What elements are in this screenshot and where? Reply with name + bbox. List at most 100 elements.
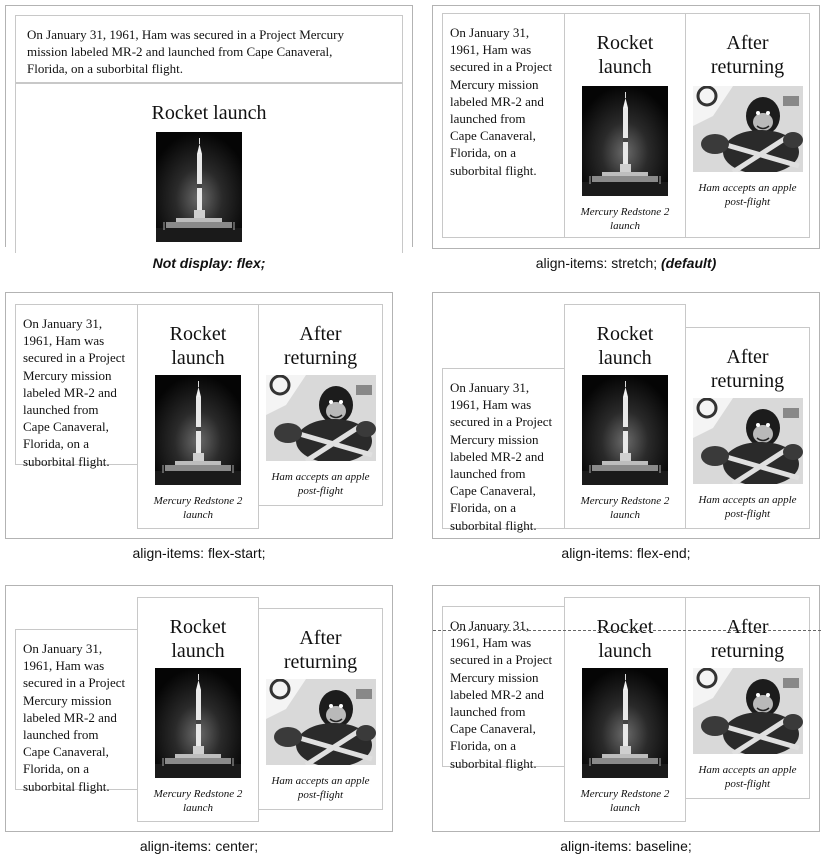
paragraph-line: 1961, Ham was xyxy=(450,42,532,58)
ham-box: After returning Ham accepts an apple pos… xyxy=(685,327,810,529)
rocket-caption: Mercury Redstone 2 launch xyxy=(153,788,243,814)
label-flex-end: align-items: flex-end; xyxy=(561,545,691,561)
rocket-caption: Mercury Redstone 2 launch xyxy=(580,206,670,232)
paragraph-line: Florida, on a xyxy=(23,436,90,452)
paragraph-line: 1961, Ham was xyxy=(450,397,532,413)
ham-box: After returning Ham accepts an apple pos… xyxy=(685,13,810,238)
rocket-heading: Rocket launch xyxy=(169,323,227,369)
paragraph-box: On January 31, 1961, Ham was secured in … xyxy=(442,606,565,771)
chimpanzee-ham-photo xyxy=(266,375,376,461)
paragraph-box: On January 31, 1961, Ham was secured in … xyxy=(15,304,138,469)
paragraph-line: Cape Canaveral, xyxy=(450,721,536,737)
rocket-launch-photo xyxy=(155,668,241,778)
rocket-heading: Rocket launch xyxy=(169,616,227,662)
paragraph-box: On January 31, 1961, Ham was secured in … xyxy=(442,13,565,238)
paragraph-line: launched from xyxy=(450,704,526,720)
paragraph-line: On January 31, xyxy=(450,618,530,633)
label-flex-start: align-items: flex-start; xyxy=(132,545,266,561)
chimpanzee-ham-photo xyxy=(693,86,803,172)
paragraph-line: On January 31, xyxy=(23,316,103,331)
paragraph-line: Mercury mission xyxy=(450,669,539,685)
paragraph-line: Mercury mission xyxy=(23,367,112,383)
label-baseline: align-items: baseline; xyxy=(560,838,692,854)
paragraph-line: Florida, on a xyxy=(450,738,517,754)
rocket-launch-photo xyxy=(156,132,242,242)
paragraph-line: Florida, on a xyxy=(450,500,517,516)
rocket-caption: Mercury Redstone 2 launch xyxy=(580,788,670,814)
chimpanzee-ham-photo xyxy=(693,398,803,484)
panel-not-flex: On January 31, 1961, Ham was secured in … xyxy=(5,5,413,253)
ham-box: After returning Ham accepts an apple pos… xyxy=(685,597,810,799)
chimpanzee-ham-photo xyxy=(266,679,376,765)
rocket-box: Rocket launch xyxy=(15,83,403,253)
panel-baseline: On January 31, 1961, Ham was secured in … xyxy=(432,585,821,832)
paragraph-line: secured in a Project xyxy=(23,675,126,691)
rocket-launch-photo xyxy=(582,668,668,778)
paragraph-line: launched from xyxy=(23,402,99,418)
paragraph-line: launched from xyxy=(450,111,526,127)
paragraph-line: secured in a Project xyxy=(450,652,553,668)
paragraph-line: 1961, Ham was xyxy=(23,658,105,674)
rocket-heading: Rocket launch xyxy=(596,32,654,78)
rocket-heading: Rocket launch xyxy=(596,616,654,662)
paragraph-line: launched from xyxy=(23,727,99,743)
panel-flex-end: On January 31, 1961, Ham was secured in … xyxy=(432,292,820,539)
paragraph-line: Florida, on a suborbital flight. xyxy=(27,61,183,77)
paragraph-line: suborbital flight. xyxy=(23,453,110,469)
paragraph-box: On January 31, 1961, Ham was secured in … xyxy=(15,15,403,83)
ham-caption: Ham accepts an apple post-flight xyxy=(698,182,797,208)
rocket-heading: Rocket launch xyxy=(596,323,654,369)
paragraph-box: On January 31, 1961, Ham was secured in … xyxy=(442,368,565,533)
ham-heading: After returning xyxy=(283,323,358,369)
rocket-launch-photo xyxy=(582,375,668,485)
paragraph-line: Florida, on a xyxy=(23,761,90,777)
paragraph-line: secured in a Project xyxy=(450,59,553,75)
panel-center: On January 31, 1961, Ham was secured in … xyxy=(5,585,393,832)
paragraph-line: Florida, on a xyxy=(450,145,517,161)
paragraph-line: Cape Canaveral, xyxy=(23,744,109,760)
rocket-heading: Rocket launch xyxy=(151,102,267,124)
paragraph-line: labeled MR-2 and xyxy=(450,93,544,109)
paragraph-line: On January 31, xyxy=(450,25,530,40)
ham-caption: Ham accepts an apple post-flight xyxy=(698,764,797,790)
paragraph-line: 1961, Ham was xyxy=(23,333,105,349)
paragraph-line: secured in a Project xyxy=(23,350,126,366)
paragraph-line: labeled MR-2 and xyxy=(450,686,544,702)
paragraph-line: labeled MR-2 and xyxy=(23,384,117,400)
label-not-flex: Not display: flex; xyxy=(152,255,266,271)
paragraph-line: Cape Canaveral, xyxy=(23,419,109,435)
paragraph-line: On January 31, xyxy=(23,641,103,656)
rocket-launch-photo xyxy=(582,86,668,196)
paragraph-line: suborbital flight. xyxy=(23,778,110,794)
paragraph-line: Mercury mission xyxy=(450,76,539,92)
ham-caption: Ham accepts an apple post-flight xyxy=(698,494,797,520)
paragraph-box: On January 31, 1961, Ham was secured in … xyxy=(15,629,138,794)
paragraph-line: secured in a Project xyxy=(450,414,553,430)
rocket-caption: Mercury Redstone 2 launch xyxy=(153,495,243,521)
rocket-launch-photo xyxy=(155,375,241,485)
ham-box: After returning Ham accepts an apple pos… xyxy=(258,304,383,506)
rocket-box: Rocket launch Mercury Redstone 2 launch xyxy=(137,304,259,529)
panel-flex-start: On January 31, 1961, Ham was secured in … xyxy=(5,292,393,539)
paragraph-line: Mercury mission xyxy=(23,692,112,708)
paragraph-line: mission labeled MR-2 and launched from C… xyxy=(27,44,333,60)
panel-stretch: On January 31, 1961, Ham was secured in … xyxy=(432,5,820,249)
paragraph-line: suborbital flight. xyxy=(450,755,537,771)
label-stretch: align-items: stretch; (default) xyxy=(535,255,717,271)
paragraph-line: suborbital flight. xyxy=(450,162,537,178)
rocket-box: Rocket launch Mercury Redstone 2 launch xyxy=(564,304,686,529)
paragraph-line: Cape Canaveral, xyxy=(450,128,536,144)
ham-heading: After returning xyxy=(710,32,785,78)
paragraph-line: 1961, Ham was xyxy=(450,635,532,651)
ham-heading: After returning xyxy=(710,616,785,662)
paragraph-line: labeled MR-2 and xyxy=(23,709,117,725)
paragraph-line: On January 31, xyxy=(450,380,530,395)
rocket-box: Rocket launch Mercury Redstone 2 launch xyxy=(137,597,259,822)
paragraph-line: Cape Canaveral, xyxy=(450,483,536,499)
baseline-guide xyxy=(433,630,821,631)
chimpanzee-ham-photo xyxy=(693,668,803,754)
paragraph-line: launched from xyxy=(450,466,526,482)
ham-heading: After returning xyxy=(710,346,785,392)
ham-caption: Ham accepts an apple post-flight xyxy=(271,471,370,497)
rocket-box: Rocket launch Mercury Redstone 2 launch xyxy=(564,13,686,238)
